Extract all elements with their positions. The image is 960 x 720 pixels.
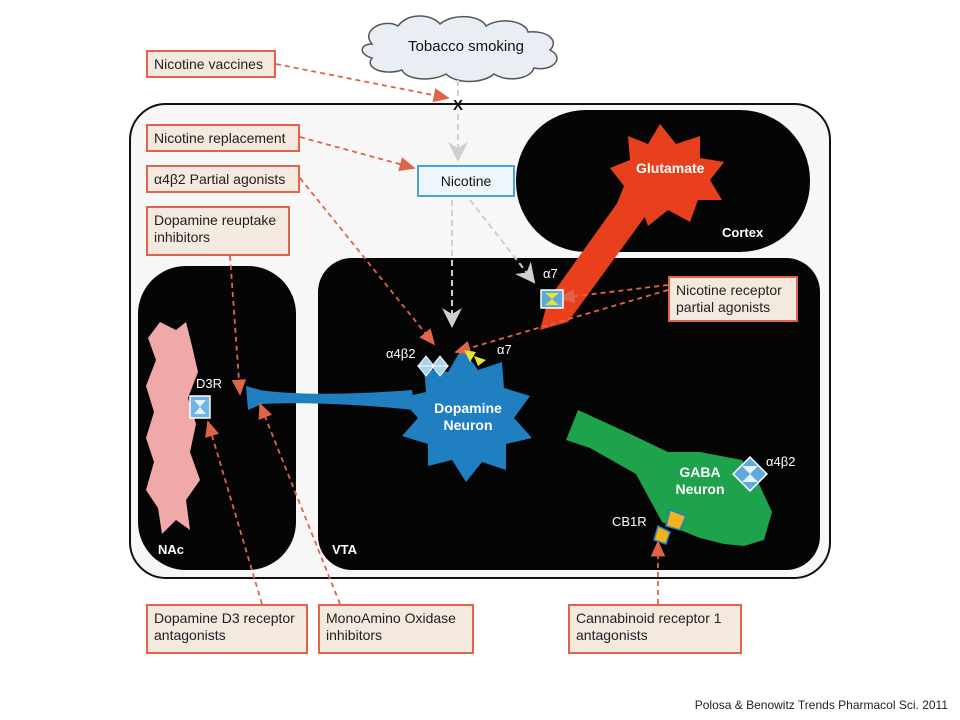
tobacco-cloud [361, 15, 558, 83]
nicotine-block-mark: X [453, 97, 463, 114]
gaba-line2: Neuron [675, 481, 725, 497]
dopamine-line2: Neuron [443, 417, 493, 433]
a4b2-receptor-gaba [731, 455, 769, 493]
dopamine-line1: Dopamine [434, 400, 502, 416]
dopamine-neuron [400, 348, 532, 482]
nac-label: NAc [158, 542, 185, 557]
gaba-neuron-label: GABA Neuron [660, 464, 740, 498]
drug-cb1-line2: antagonists [576, 627, 648, 643]
drug-d3-line2: antagonists [154, 627, 226, 643]
drug-nicotine-replacement: Nicotine replacement [146, 124, 300, 152]
drug-cb1-line1: Cannabinoid receptor 1 [576, 610, 722, 626]
drug-d3-line1: Dopamine D3 receptor [154, 610, 295, 626]
dopamine-axon [246, 386, 414, 410]
gaba-line1: GABA [679, 464, 721, 480]
drug-mao-line1: MonoAmino Oxidase [326, 610, 456, 626]
glutamate-neuron [610, 124, 724, 226]
a4b2-left-label: α4β2 [386, 346, 416, 361]
a4b2-gaba-label: α4β2 [766, 454, 796, 469]
cb1r-label: CB1R [612, 514, 647, 529]
nac-cell [146, 322, 200, 534]
citation: Polosa & Benowitz Trends Pharmacol Sci. … [694, 698, 948, 712]
dopamine-neuron-label: Dopamine Neuron [418, 400, 518, 434]
drug-dopamine-reuptake: Dopamine reuptake inhibitors [146, 206, 290, 256]
d3r-label: D3R [196, 376, 223, 391]
a7-receptor-dopamine [464, 350, 486, 366]
drug-d3-antagonists: Dopamine D3 receptor antagonists [146, 604, 308, 654]
gaba-neuron [566, 410, 772, 546]
arrow-replacement [299, 136, 416, 172]
cortex-label: Cortex [722, 225, 764, 240]
flow-nicotine-to-a7 [469, 199, 536, 284]
glutamate-label: Glutamate [636, 160, 705, 176]
arrow-nicreceptor-a7 [558, 284, 669, 304]
vta-label: VTA [332, 542, 358, 557]
drug-da-reuptake-line2: inhibitors [154, 229, 211, 245]
drug-nic-receptor-line1: Nicotine receptor [676, 282, 782, 298]
nicotine-box [417, 165, 515, 197]
d3r-receptor [189, 395, 211, 419]
a7-receptor-top [540, 289, 564, 309]
a7-top-label: α7 [543, 266, 558, 281]
a7-mid-label: α7 [497, 342, 512, 357]
drug-partial-agonists-text: α4β2 Partial agonists [154, 171, 286, 187]
nicotine-label: Nicotine [441, 173, 492, 189]
drug-a4b2-partial-agonists: α4β2 Partial agonists [146, 165, 300, 193]
cb1r-receptor [653, 509, 687, 545]
drug-da-reuptake-line1: Dopamine reuptake [154, 212, 277, 228]
drug-cb1-antagonists: Cannabinoid receptor 1 antagonists [568, 604, 742, 654]
arrow-d3-antagonists [205, 420, 263, 605]
arrow-nicreceptor-a4b2 [454, 289, 669, 355]
drug-nic-receptor-line2: partial agonists [676, 299, 771, 315]
arrow-vaccines [275, 63, 450, 103]
tobacco-smoking-label: Tobacco smoking [408, 38, 524, 55]
drug-replacement-text: Nicotine replacement [154, 130, 286, 146]
a4b2-receptor-dopamine [416, 355, 450, 377]
drug-nicotine-receptor-partial: Nicotine receptor partial agonists [668, 276, 798, 322]
drug-nicotine-vaccines: Nicotine vaccines [146, 50, 276, 78]
drug-mao-line2: inhibitors [326, 627, 383, 643]
drug-mao-inhibitors: MonoAmino Oxidase inhibitors [318, 604, 474, 654]
drug-vaccines-text: Nicotine vaccines [154, 56, 263, 72]
